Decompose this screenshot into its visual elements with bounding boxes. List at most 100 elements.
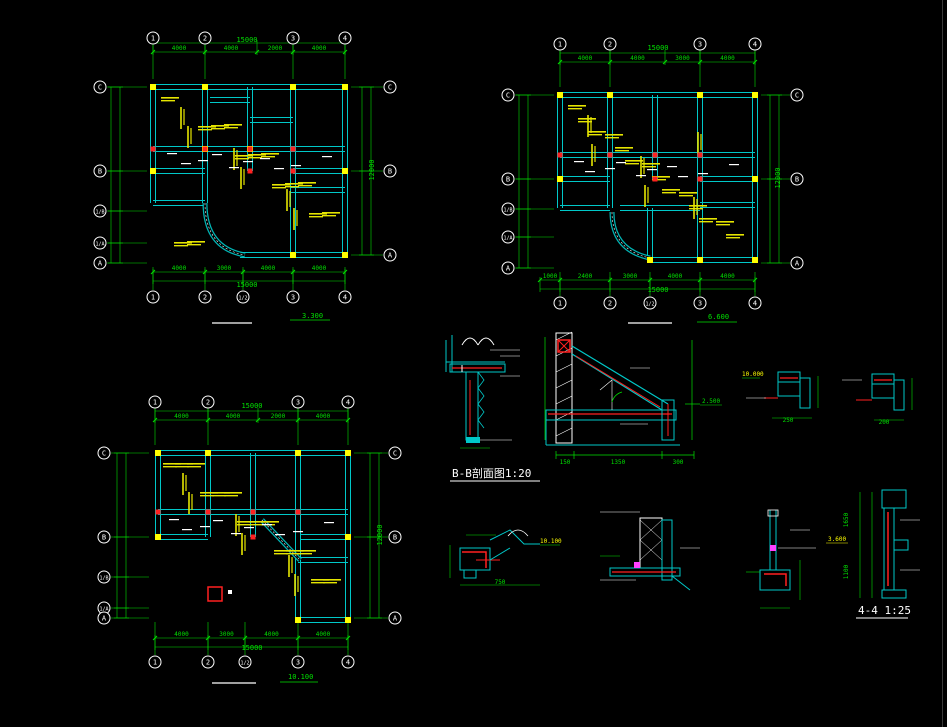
grid-bubble-label: 2 xyxy=(608,41,612,49)
column-red xyxy=(295,509,301,515)
beam-label xyxy=(224,127,238,129)
column-red xyxy=(290,168,296,174)
column xyxy=(202,84,208,90)
grid-bubble xyxy=(97,530,111,544)
grid-bubble xyxy=(501,230,515,244)
grid-bubble-label: 1/A xyxy=(99,607,108,613)
column xyxy=(557,92,563,98)
beam-label xyxy=(309,216,323,218)
dim-text: 2000 xyxy=(271,413,286,420)
beam-label xyxy=(726,234,744,236)
dim-overall-top: 15000 xyxy=(241,402,262,410)
beam-label xyxy=(274,553,288,555)
beam-label xyxy=(175,466,189,468)
dim-text: 4000 xyxy=(578,55,593,62)
grid-bubble-label: B xyxy=(393,534,397,542)
grid-bubble xyxy=(291,395,305,409)
grid-bubble-label: 1/B xyxy=(503,208,512,214)
dim-note xyxy=(647,169,657,171)
grid-bubble-label: 4 xyxy=(346,659,350,667)
beam-label xyxy=(174,242,192,244)
dim-note xyxy=(293,531,303,533)
dim-text: 4000 xyxy=(312,265,327,272)
beam-label xyxy=(187,244,201,246)
grid-bubble-label: C xyxy=(506,92,510,100)
beam-label xyxy=(163,466,177,468)
beam-label xyxy=(198,129,212,131)
dim-tick xyxy=(342,49,348,55)
column xyxy=(342,84,348,90)
beam-label xyxy=(286,550,304,552)
beam-label xyxy=(642,166,656,168)
dim-note xyxy=(198,160,208,162)
grid-bubble xyxy=(748,37,762,51)
grid-bubble xyxy=(388,530,402,544)
beam-label xyxy=(578,118,596,120)
elevation-mark: 10.100 xyxy=(288,673,313,681)
column-red xyxy=(607,152,613,158)
grid-bubble-label: 3 xyxy=(291,35,295,43)
dim-note xyxy=(274,168,284,170)
dim-text: 4000 xyxy=(226,413,241,420)
grid-bubble xyxy=(383,164,397,178)
beam-label xyxy=(605,134,623,136)
dim-note xyxy=(260,158,270,160)
grid-bubble xyxy=(93,236,107,250)
dim-bb-c: 300 xyxy=(673,459,684,466)
beam-label xyxy=(200,492,218,494)
dim-note xyxy=(667,166,677,168)
grid-bubble xyxy=(790,172,804,186)
beam-label xyxy=(175,463,193,465)
beam-label xyxy=(615,150,629,152)
grid-bubble-label: A xyxy=(388,252,393,260)
grid-bubble xyxy=(148,655,162,669)
column xyxy=(345,450,351,456)
column-red xyxy=(697,152,703,158)
grid-bubble-label: C xyxy=(393,450,397,458)
grid-bubble xyxy=(790,256,804,270)
balcony-rail-detail xyxy=(746,509,816,609)
section-bb-title: B-B剖面图1:20 xyxy=(452,466,531,480)
grid-bubble xyxy=(146,31,160,45)
grid-bubble xyxy=(553,296,567,310)
dim-tick xyxy=(345,417,351,423)
beam-label xyxy=(163,463,181,465)
viewport-right-edge[interactable] xyxy=(942,0,947,727)
beam-label xyxy=(699,218,717,220)
grid-bubble-label: C xyxy=(98,84,102,92)
beam-label xyxy=(642,163,660,165)
dim-text: 4000 xyxy=(668,273,683,280)
grid-bubble-label: 2 xyxy=(203,35,207,43)
beam-label xyxy=(212,492,230,494)
column xyxy=(697,92,703,98)
section-44-title: 4-4 1:25 xyxy=(858,604,911,617)
dim-tick xyxy=(152,417,158,423)
grid-bubble xyxy=(286,31,300,45)
grid-bubble xyxy=(238,655,252,669)
grid-bubble xyxy=(97,570,111,584)
grid-bubble-label: C xyxy=(795,92,799,100)
beam-label xyxy=(261,156,275,158)
grid-bubble-label: B xyxy=(388,168,392,176)
grid-bubble xyxy=(286,290,300,304)
dim-note xyxy=(243,161,253,163)
elevation-d3: 3.600 xyxy=(828,536,846,543)
elevation-d4: 10.000 xyxy=(742,371,764,378)
beam-label xyxy=(689,208,703,210)
beam-label xyxy=(615,147,633,149)
dim-overall-right: 12000 xyxy=(368,159,376,180)
grid-bubble-label: 3 xyxy=(296,399,300,407)
grid-bubble-label: 4 xyxy=(346,399,350,407)
dim-note xyxy=(324,522,334,524)
grid-bubble-label: 3 xyxy=(698,41,702,49)
elevation-mark: 3.300 xyxy=(302,312,323,320)
beam-label xyxy=(272,187,286,189)
beam-label xyxy=(605,137,619,139)
beam-label xyxy=(652,176,670,178)
beam-label xyxy=(689,205,707,207)
grid-bubble xyxy=(748,296,762,310)
walls xyxy=(557,92,758,263)
